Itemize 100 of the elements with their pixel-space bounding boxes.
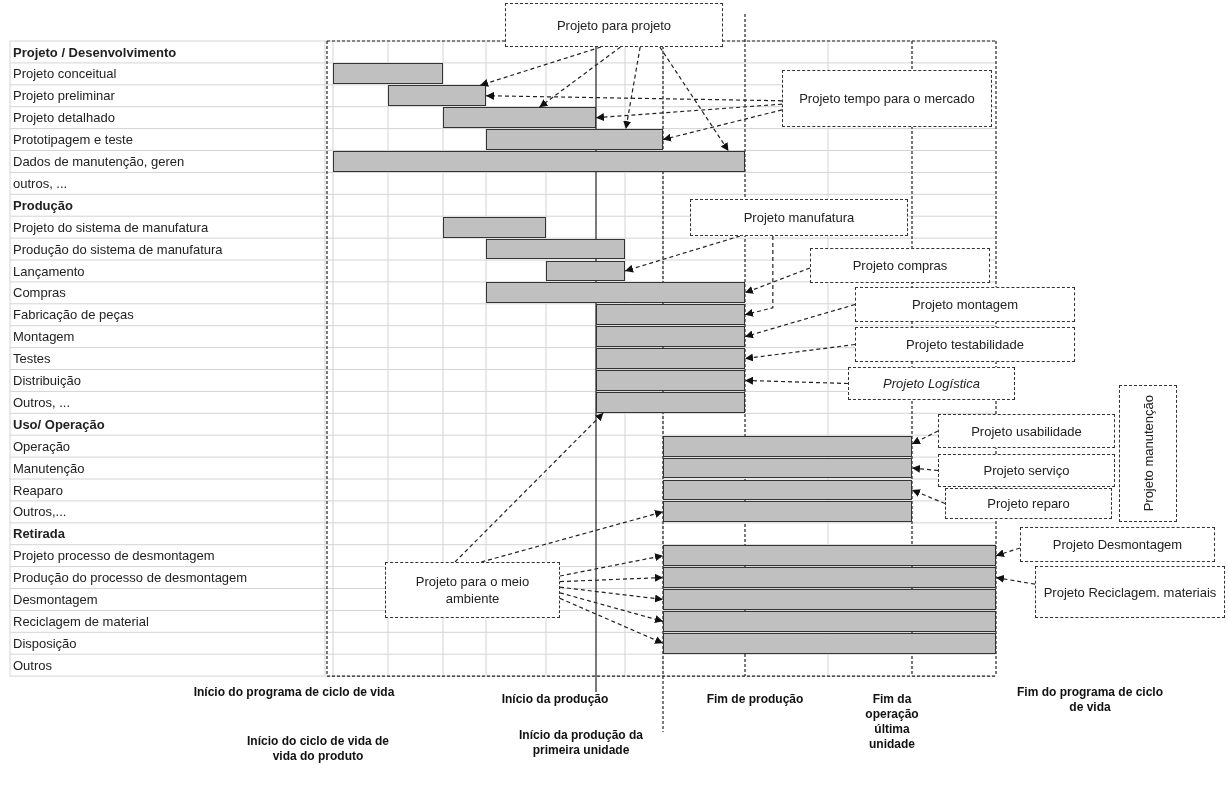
callout-text: Projeto manutenção	[1139, 395, 1157, 512]
gantt-bar	[596, 370, 745, 391]
row-label: Reciclagem de material	[13, 612, 149, 631]
gantt-bar	[663, 501, 912, 523]
row-label: Operação	[13, 437, 71, 456]
callout-text: Projeto reparo	[987, 495, 1070, 512]
gantt-bar	[486, 282, 745, 304]
row-label: Dados de manutenção, geren	[13, 153, 185, 171]
callout-box	[782, 70, 992, 127]
gantt-bar	[546, 260, 625, 282]
callout-box	[810, 248, 990, 283]
row-label: Compras	[13, 284, 66, 303]
row-label: Projeto preliminar	[13, 87, 115, 106]
leader-arrow	[454, 412, 605, 563]
leader-arrow	[485, 91, 783, 102]
leader-arrow	[623, 46, 641, 130]
leader-arrow	[744, 235, 774, 317]
row-label: Projeto conceitual	[13, 65, 117, 84]
callout-box	[855, 287, 1075, 322]
callout-text: Projeto compras	[852, 257, 948, 274]
callout-box	[945, 488, 1112, 519]
callout-text: Projeto tempo para o mercado	[799, 90, 975, 107]
leader-arrow	[744, 303, 856, 339]
row-label: Prototipagem e teste	[13, 131, 133, 150]
gantt-bar	[333, 63, 443, 85]
row-label: Reaparo	[13, 481, 63, 500]
callout-box	[848, 367, 1015, 400]
callout-box	[1020, 527, 1215, 562]
callout-text: Projeto para projeto	[556, 16, 672, 34]
leader-arrow	[624, 235, 741, 273]
leader-arrow	[595, 103, 783, 122]
gantt-bar	[596, 326, 745, 348]
callout-text: Projeto testabilidade	[906, 336, 1024, 353]
milestone-label: Início do ciclo de vida de vida do produto	[246, 734, 390, 764]
row-label: Projeto detalhado	[13, 109, 115, 128]
callout-text: Projeto Reciclagem. materiais	[1043, 583, 1217, 601]
gantt-bar	[596, 304, 745, 326]
section-heading: Produção	[13, 196, 73, 215]
leader-arrow	[559, 597, 664, 644]
row-label: Disposição	[13, 634, 77, 653]
leader-arrow	[744, 267, 811, 294]
callout-text: Projeto montagem	[911, 296, 1019, 313]
gantt-bar	[333, 151, 745, 172]
callout-box	[385, 562, 560, 618]
callout-box	[938, 454, 1115, 487]
section-heading: Retirada	[13, 525, 66, 544]
row-label: Outros,...	[13, 503, 67, 522]
milestone-label: Início da produção da primeira unidade	[518, 728, 644, 758]
row-label: Lançamento	[13, 262, 85, 281]
leader-arrow	[559, 553, 664, 577]
leader-arrow	[559, 573, 664, 583]
section-heading: Projeto / Desenvolvimento	[13, 43, 177, 62]
row-label: Outros	[13, 656, 52, 675]
leader-arrow	[911, 430, 939, 445]
row-label: Projeto do sistema de manufatura	[13, 218, 209, 237]
row-label: Manutenção	[13, 459, 85, 478]
row-label: Produção do processo de desmontagem	[13, 569, 248, 588]
leader-arrow	[659, 46, 730, 152]
callout-text: Projeto Desmontagem	[1052, 536, 1183, 553]
gantt-bar	[443, 107, 596, 129]
gantt-bar	[486, 238, 625, 260]
leader-arrow	[662, 109, 783, 142]
leader-arrow	[559, 586, 664, 603]
leader-arrow	[480, 510, 664, 563]
gantt-bar	[663, 479, 912, 501]
section-heading: Uso/ Operação	[13, 415, 105, 434]
callout-text: Projeto manufatura	[743, 209, 855, 226]
leader-arrow	[911, 464, 939, 473]
callout-text: Projeto serviço	[983, 462, 1070, 479]
leader-arrow	[911, 489, 946, 505]
row-label: outros, ...	[13, 174, 68, 193]
row-label: Testes	[13, 350, 51, 369]
leader-arrow	[995, 547, 1021, 558]
milestone-label: Fim de produção	[705, 692, 805, 707]
leader-arrow	[744, 376, 849, 385]
gantt-bar	[663, 457, 912, 479]
row-label: Outros, ...	[13, 393, 71, 412]
gantt-bar	[663, 567, 996, 588]
row-label: Montagem	[13, 328, 75, 347]
gantt-bar	[596, 348, 745, 369]
callout-text: Projeto Logística	[883, 375, 980, 392]
callout-box	[1035, 566, 1225, 618]
callout-box	[1119, 385, 1177, 522]
callout-box	[938, 414, 1115, 448]
milestone-label: Fim do programa de ciclo de vida	[1016, 685, 1164, 715]
gantt-bar	[663, 435, 912, 457]
callout-box	[690, 199, 908, 236]
gantt-bar	[663, 610, 996, 632]
callout-text: Projeto para o meio ambiente	[414, 573, 531, 607]
row-label: Distribuição	[13, 372, 81, 390]
gantt-bar	[663, 589, 996, 610]
gantt-bar	[596, 391, 745, 413]
gantt-bar	[663, 632, 996, 654]
leader-arrow	[479, 46, 602, 87]
row-label: Projeto processo de desmontagem	[13, 547, 215, 566]
milestone-label: Início da produção	[500, 692, 610, 707]
callout-box	[855, 327, 1075, 362]
gantt-bar	[388, 85, 486, 107]
row-label: Fabricação de peças	[13, 306, 134, 325]
leader-arrow	[538, 46, 622, 108]
